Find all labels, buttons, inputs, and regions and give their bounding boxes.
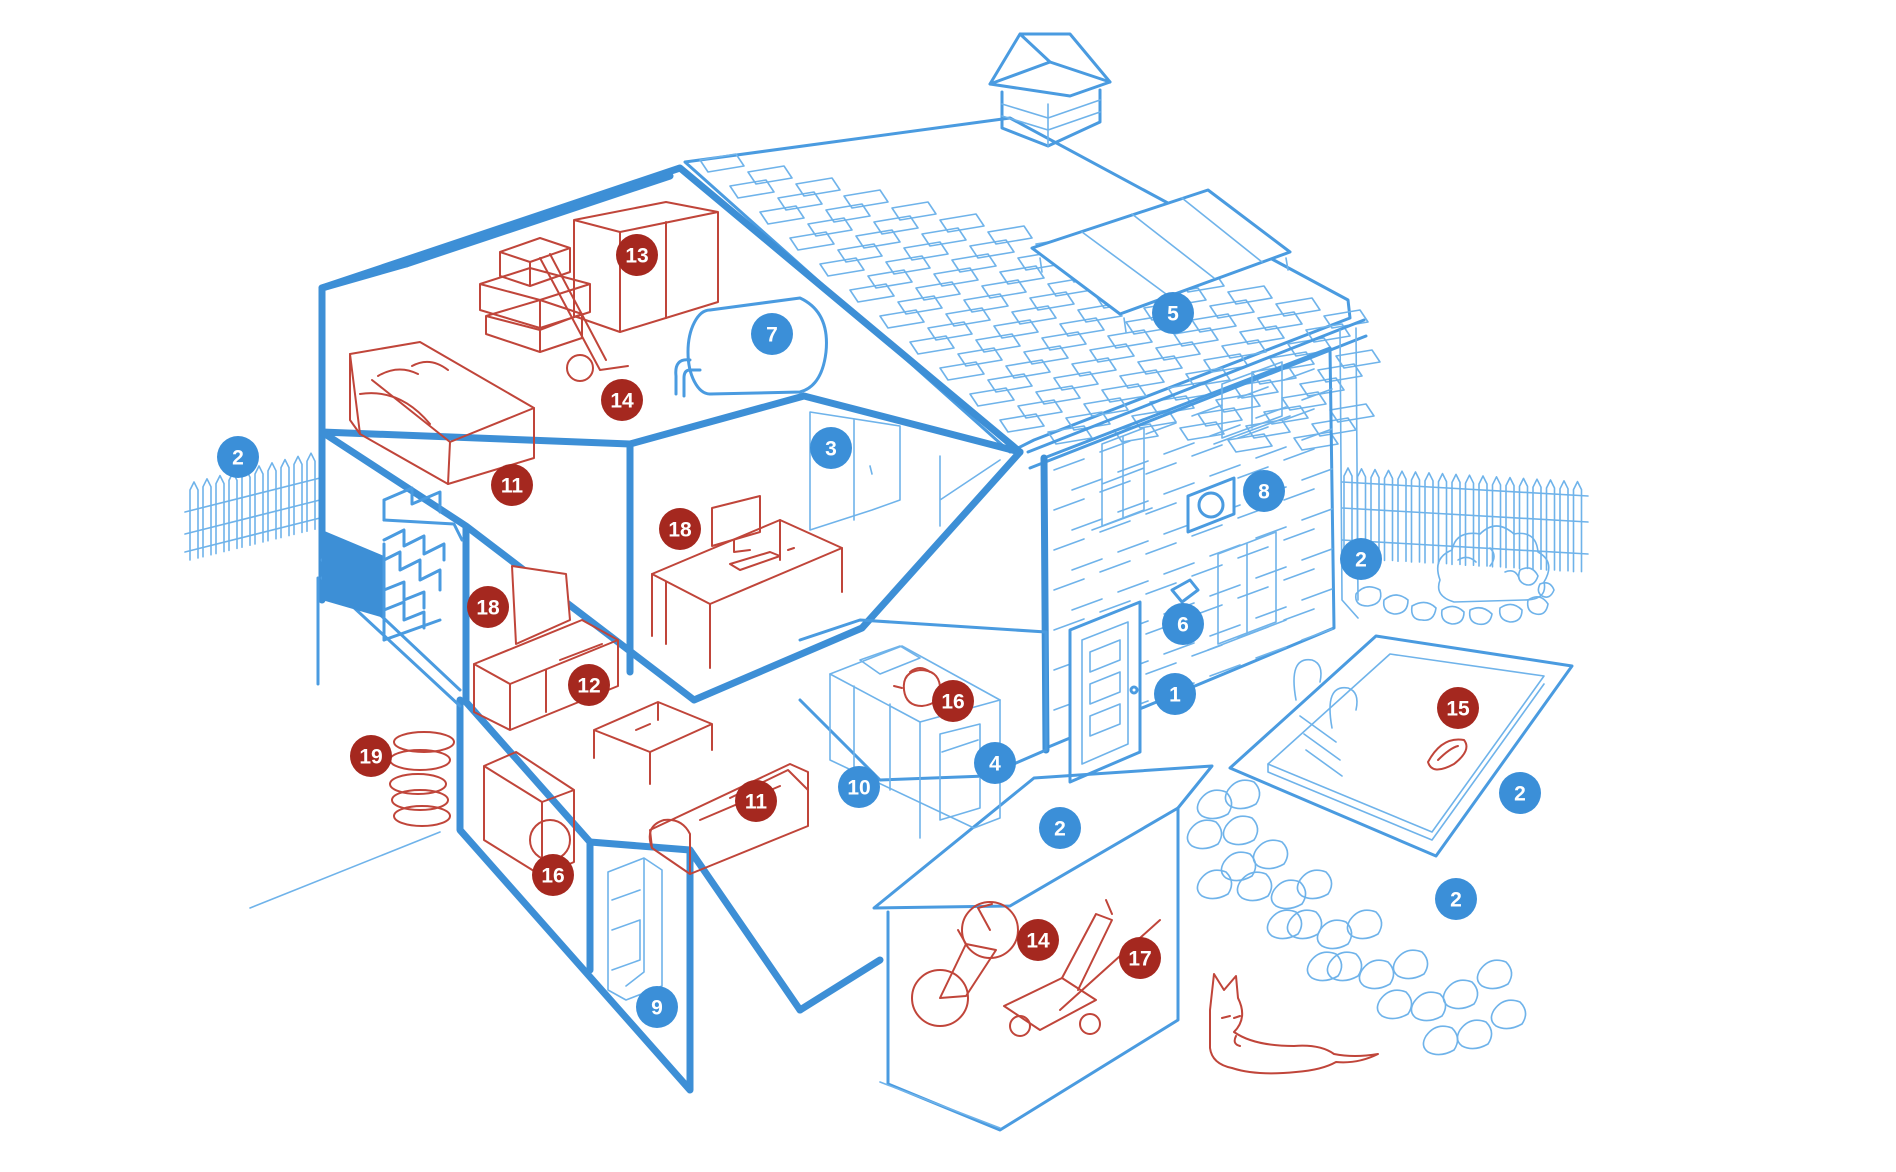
badge-number: 18 (668, 519, 692, 542)
bed (349, 341, 535, 485)
badge-right-garden: 2 (1340, 538, 1382, 580)
lower-window (1207, 531, 1287, 651)
sports-gear (539, 253, 629, 382)
badge-water-heater: 7 (751, 313, 793, 355)
badge-floor: 10 (838, 766, 880, 808)
swimming-pool (1228, 634, 1574, 858)
badge-stone-path: 2 (1435, 878, 1477, 920)
pool-float (1427, 738, 1468, 771)
badge-left-fence: 2 (217, 436, 259, 478)
tv-cabinet (473, 565, 619, 731)
built-in-wardrobe (809, 411, 901, 531)
staircase (322, 486, 464, 642)
badge-number: 2 (1514, 783, 1526, 806)
chimney (988, 32, 1112, 148)
number-badges: 1222223456789101111121314141516161718181… (217, 234, 1541, 1028)
badge-washing-machine: 16 (532, 854, 574, 896)
badge-wall-lamp: 6 (1162, 603, 1204, 645)
badge-number: 2 (1450, 889, 1462, 912)
badge-computer: 18 (659, 508, 701, 550)
badge-kitchen-cabinets: 4 (974, 742, 1016, 784)
badge-solar-panels: 5 (1152, 292, 1194, 334)
badge-number: 9 (651, 997, 663, 1020)
badge-sofa: 11 (735, 780, 777, 822)
badge-number: 2 (232, 447, 244, 470)
upper-window-right (1213, 361, 1291, 445)
air-conditioner (1186, 476, 1236, 534)
badge-front-door: 1 (1154, 673, 1196, 715)
coffee-table (593, 701, 713, 785)
left-fence (184, 452, 321, 561)
solar-panels (1030, 188, 1292, 333)
computer-desk (651, 495, 843, 669)
badge-attic-cabinet: 13 (616, 234, 658, 276)
badge-bicycle: 14 (1017, 919, 1059, 961)
badge-shed-roof: 2 (1039, 807, 1081, 849)
badge-number: 15 (1446, 698, 1470, 721)
front-door (1068, 600, 1142, 784)
badge-number: 3 (825, 438, 837, 461)
garden-rock-border (1354, 567, 1555, 626)
cutaway-walls (249, 164, 1050, 1094)
dog (1209, 973, 1379, 1075)
badge-tv-cabinet: 12 (568, 664, 610, 706)
water-heater (674, 296, 828, 398)
badge-kettle: 16 (932, 680, 974, 722)
badge-built-in-wardrobe: 3 (810, 427, 852, 469)
badge-number: 11 (501, 475, 524, 498)
badge-number: 17 (1128, 948, 1151, 971)
badge-number: 11 (745, 791, 768, 814)
lawn-mower (1003, 899, 1161, 1037)
badge-number: 12 (577, 675, 600, 698)
tires (389, 731, 455, 827)
badge-lawn-mower: 17 (1119, 937, 1161, 979)
stone-path (1186, 779, 1527, 1056)
badge-number: 2 (1054, 818, 1066, 841)
badge-number: 8 (1258, 481, 1270, 504)
pool-ladder (1293, 658, 1358, 777)
upper-window-left (1091, 427, 1153, 531)
badge-number: 4 (989, 753, 1001, 776)
badge-pool-float: 15 (1437, 687, 1479, 729)
badge-number: 6 (1177, 614, 1189, 637)
badge-number: 18 (476, 597, 500, 620)
badge-number: 14 (1026, 930, 1050, 953)
front-facade (1042, 346, 1336, 784)
badge-number: 19 (359, 746, 382, 769)
boiler (607, 857, 663, 1001)
badge-number: 5 (1167, 303, 1179, 326)
bicycle (911, 901, 1019, 1027)
badge-number: 1 (1169, 684, 1181, 707)
badge-number: 7 (766, 324, 778, 347)
badge-number: 2 (1355, 549, 1367, 572)
badge-pool-surround: 2 (1499, 772, 1541, 814)
wall-lamp (1170, 578, 1200, 604)
badge-bed: 11 (491, 464, 533, 506)
badge-air-conditioner: 8 (1243, 470, 1285, 512)
badge-number: 10 (847, 777, 870, 800)
badge-number: 14 (610, 390, 634, 413)
badge-television: 18 (467, 586, 509, 628)
badge-number: 13 (625, 245, 648, 268)
badge-sports-gear: 14 (601, 379, 643, 421)
badge-number: 16 (541, 865, 564, 888)
badge-boiler: 9 (636, 986, 678, 1028)
kitchen-cabinets (829, 645, 1001, 839)
badge-tires: 19 (350, 735, 392, 777)
sofa (648, 763, 809, 875)
right-fence (1341, 467, 1589, 573)
badge-number: 16 (941, 691, 964, 714)
